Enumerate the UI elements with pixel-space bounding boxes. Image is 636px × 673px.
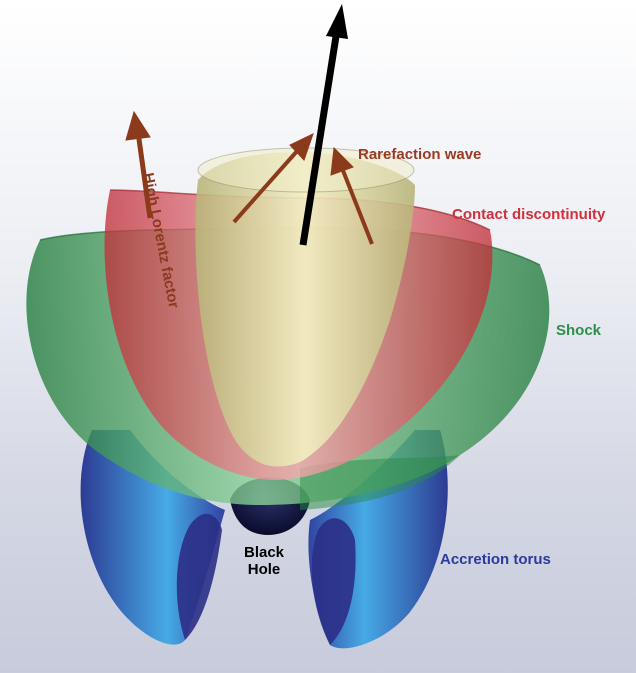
rarefaction-arrow-left-head	[289, 133, 314, 161]
accretion-torus-left	[80, 430, 226, 645]
lorentz-arrow-head	[125, 110, 151, 141]
contact-discontinuity-label: Contact discontinuity	[452, 206, 606, 223]
shock-label: Shock	[556, 322, 602, 339]
jet-axis-arrow	[299, 4, 348, 246]
rarefaction-arrow-right-head	[330, 146, 354, 176]
lorentz-arrow-shaft	[135, 131, 153, 219]
black-hole-label: Black Hole	[243, 544, 285, 578]
rarefaction-arrow-right-shaft	[340, 167, 374, 245]
rarefaction-cup	[195, 147, 415, 467]
accretion-torus-label: Accretion torus	[440, 551, 551, 568]
flow-arrows	[125, 110, 374, 245]
rarefaction-arrow-left-shaft	[232, 148, 300, 224]
rarefaction-wave-label: Rarefaction wave	[358, 146, 482, 163]
